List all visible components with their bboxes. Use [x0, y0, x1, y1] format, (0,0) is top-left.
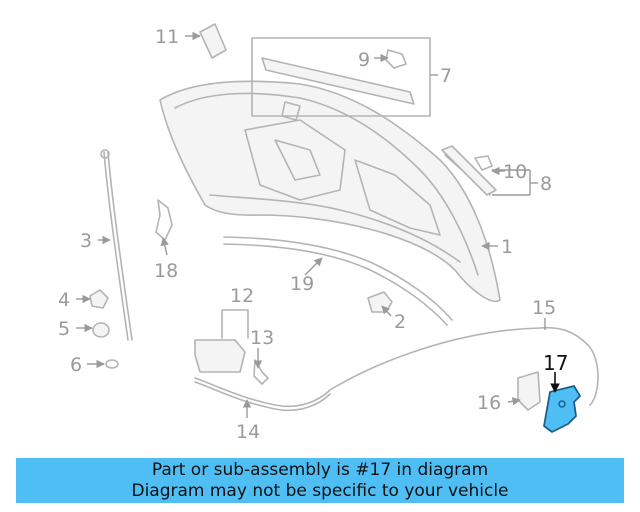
callout-18: 18: [154, 260, 178, 282]
callout-16: 16: [477, 392, 501, 414]
latch-16: [517, 371, 541, 411]
banner-line-part: Part or sub-assembly is #17 in diagram: [151, 459, 489, 480]
callout-13: 13: [250, 327, 274, 349]
callout-5: 5: [58, 318, 70, 340]
bumper-5: [92, 322, 110, 338]
info-banner: Part or sub-assembly is #17 in diagram D…: [16, 458, 624, 503]
bracket-18: [155, 199, 173, 241]
callout-19: 19: [290, 273, 314, 295]
hood-latch: [194, 309, 269, 385]
side-strip: [441, 145, 497, 196]
callout-8: 8: [540, 173, 552, 195]
plug-6: [105, 359, 119, 369]
clip-11: [199, 23, 227, 59]
callout-4: 4: [58, 289, 70, 311]
callout-3: 3: [80, 230, 92, 252]
callout-1: 1: [501, 236, 513, 258]
callout-15: 15: [532, 297, 556, 319]
callout-11: 11: [155, 26, 179, 48]
parts-diagram: 11 9 7 10 8 3 1 18 19 12 4 15 2 5 13 17 …: [58, 23, 599, 443]
callout-10: 10: [503, 161, 527, 183]
striker-17: [543, 385, 581, 433]
banner-line-disclaimer: Diagram may not be specific to your vehi…: [131, 480, 509, 501]
callout-12: 12: [230, 285, 254, 307]
hood-seal: [223, 236, 453, 321]
callout-7: 7: [440, 65, 452, 87]
clip-4: [89, 289, 109, 309]
hood-panel: [159, 80, 501, 303]
callout-6: 6: [70, 354, 82, 376]
callout-2: 2: [394, 311, 406, 333]
cowl-strip: [251, 37, 431, 117]
callout-14: 14: [236, 421, 260, 443]
callout-9: 9: [358, 49, 370, 71]
release-cable: [194, 326, 599, 408]
prop-rod: [100, 149, 133, 341]
bumper-2: [367, 291, 393, 313]
callout-17: 17: [543, 351, 568, 375]
